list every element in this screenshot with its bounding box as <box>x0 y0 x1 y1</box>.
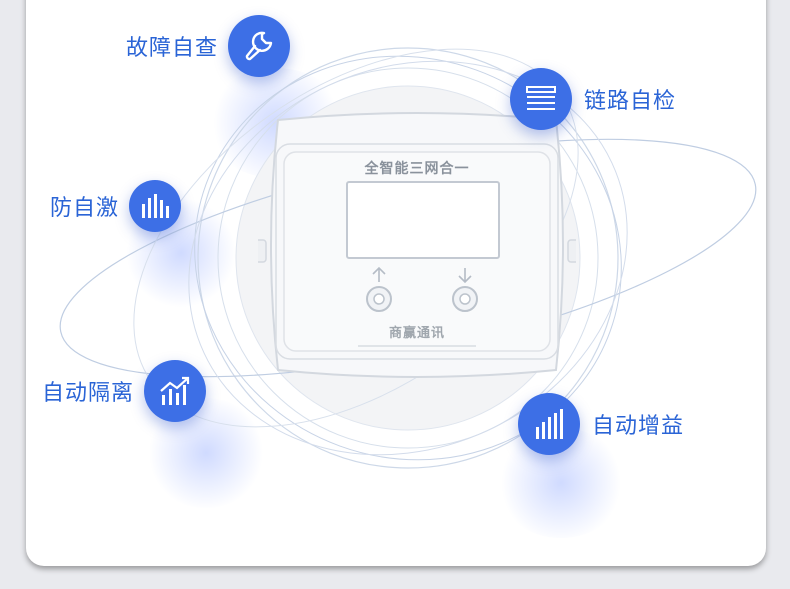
feature-label: 链路自检 <box>584 89 677 114</box>
signal-bars-icon <box>129 180 182 232</box>
stacked-lines-icon <box>510 68 572 130</box>
ascending-bars-icon <box>518 393 580 455</box>
feature-auto-isolation: 自动隔离 <box>42 360 207 422</box>
feature-label: 自动增益 <box>592 414 685 439</box>
wrench-icon <box>228 15 291 77</box>
feature-label: 故障自查 <box>126 36 219 61</box>
feature-card: 全智能三网合一 商赢通讯 故障自查 链路自检 防自激 <box>26 0 766 566</box>
feature-fault-check: 故障自查 <box>126 15 291 77</box>
trend-chart-icon <box>144 360 207 422</box>
feature-auto-gain: 自动增益 <box>518 393 684 455</box>
device-brand-logo: 商赢通讯 <box>388 326 445 341</box>
feature-link-check: 链路自检 <box>510 68 676 130</box>
device-title: 全智能三网合一 <box>364 161 470 177</box>
repeater-device: 全智能三网合一 商赢通讯 <box>258 100 576 390</box>
feature-label: 防自激 <box>50 196 120 221</box>
feature-label: 自动隔离 <box>42 381 135 406</box>
device-body <box>258 112 576 378</box>
feature-anti-self-oscillation: 防自激 <box>50 180 182 232</box>
